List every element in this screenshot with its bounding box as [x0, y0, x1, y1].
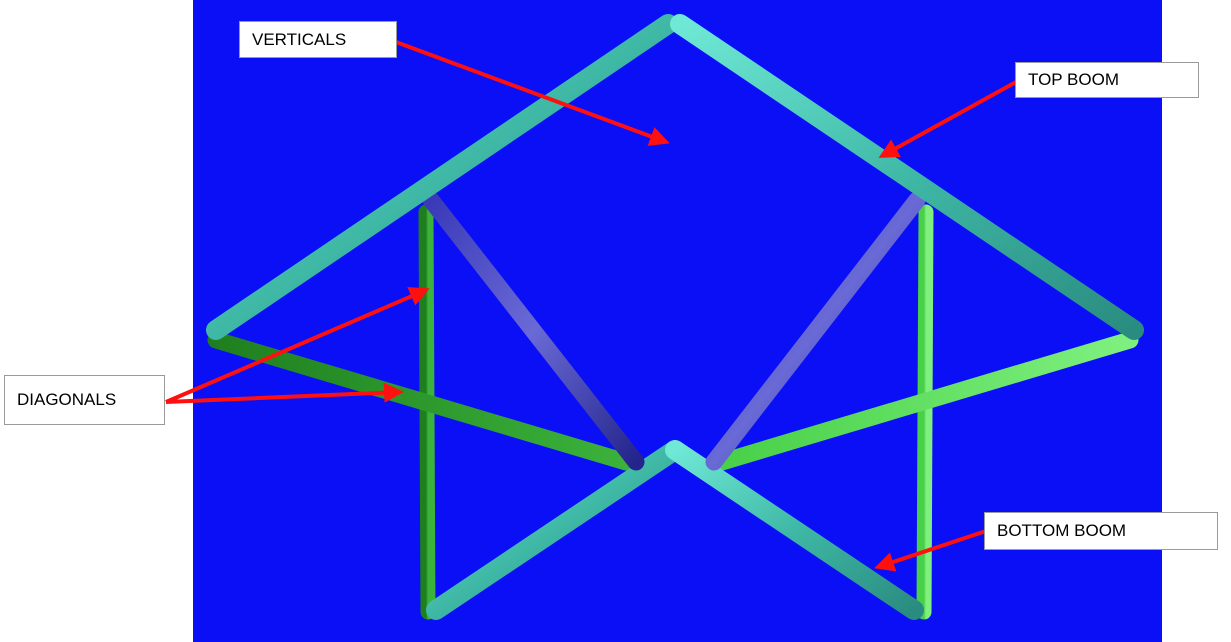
arrow-verticals — [395, 40, 670, 146]
label-diagonals: DIAGONALS — [4, 375, 165, 425]
arrow-top-boom — [878, 80, 1017, 158]
diagonal-member-left-cross — [207, 331, 635, 471]
arrow-diagonals-lower — [165, 382, 404, 404]
label-bottom-boom: BOTTOM BOOM — [984, 512, 1218, 550]
brace-left — [422, 191, 645, 471]
label-verticals: VERTICALS — [239, 21, 397, 58]
bottom-boom-left — [426, 440, 685, 620]
arrow-bottom-boom — [874, 529, 987, 572]
label-top-boom: TOP BOOM — [1015, 62, 1199, 98]
diagonal-member-right-cross — [713, 331, 1139, 471]
arrow-diagonals-upper — [165, 287, 430, 404]
bottom-boom-right — [665, 440, 924, 620]
diagonal-member-right-post — [916, 204, 934, 620]
diagonal-member-left-post — [418, 204, 436, 620]
brace-right — [705, 191, 926, 471]
top-boom-right — [670, 14, 1144, 340]
top-boom-left — [206, 14, 678, 340]
